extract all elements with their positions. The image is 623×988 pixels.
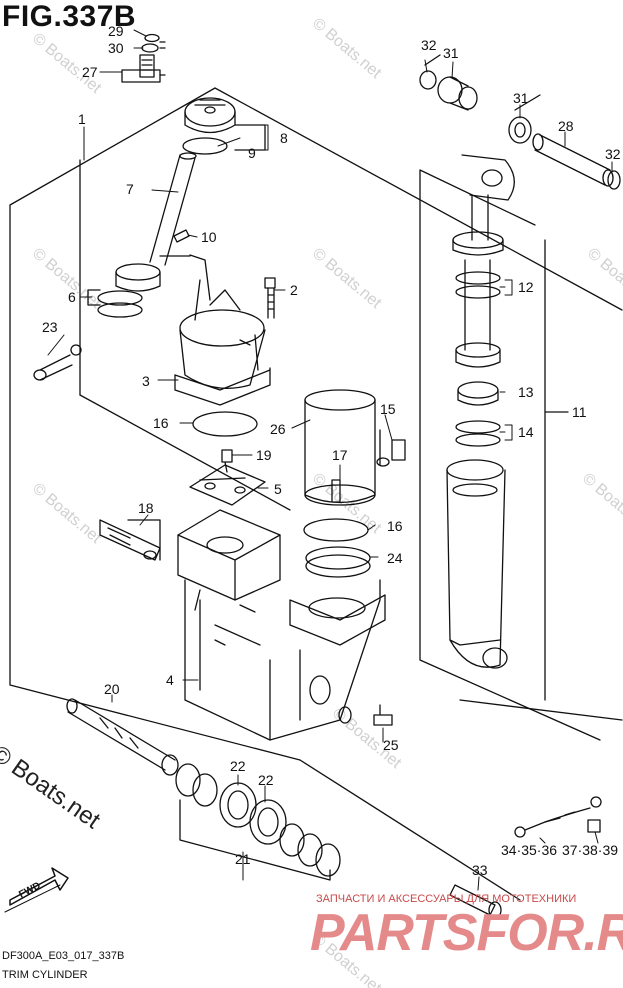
callout-29: 29: [108, 23, 124, 39]
callout-8: 8: [280, 130, 288, 146]
callout-34-35-36: 34·35·36: [501, 842, 557, 858]
cylinder-body: [446, 459, 508, 669]
callout-14: 14: [518, 424, 534, 440]
oring-21c: [279, 823, 305, 857]
callout-7: 7: [126, 181, 134, 197]
oring-30: [141, 43, 159, 53]
callout-2: 2: [290, 282, 298, 298]
figure-title: FIG.337B: [2, 0, 137, 33]
screw-19: [221, 449, 233, 473]
oring-12a: [455, 271, 501, 285]
oring-6b: [97, 302, 143, 318]
manifold-4: [177, 509, 386, 741]
callout-3: 3: [142, 373, 150, 389]
callout-13: 13: [518, 384, 534, 400]
callout-1: 1: [78, 111, 86, 127]
shaft-20: [66, 698, 179, 776]
ring-22b: [249, 799, 287, 845]
bolt-27: [121, 54, 161, 83]
callout-9: 9: [248, 145, 256, 161]
callout-31a: 31: [443, 45, 459, 61]
callout-15: 15: [380, 401, 396, 417]
washer-29: [144, 33, 160, 43]
bushing-31a: [437, 76, 478, 111]
seal-24: [305, 546, 371, 570]
dealer-tagline: ЗАПЧАСТИ И АКСЕССУАРЫ ДЛЯ МОТОТЕХНИКИ: [316, 893, 577, 905]
callout-4: 4: [166, 672, 174, 688]
callout-32b: 32: [605, 146, 621, 162]
callout-25: 25: [383, 737, 399, 753]
bolt-33: [449, 884, 502, 919]
fwd-label: FWD: [17, 880, 42, 900]
assembly-outline-lower: [194, 589, 623, 901]
callout-5: 5: [274, 481, 282, 497]
ring-32a: [419, 70, 437, 90]
oring-16b: [303, 518, 369, 542]
callout-16b: 16: [387, 518, 403, 534]
callout-27: 27: [82, 64, 98, 80]
callout-22b: 22: [258, 772, 274, 788]
diagram-name: TRIM CYLINDER: [2, 969, 88, 981]
plate-5: [189, 464, 266, 506]
callout-6: 6: [68, 289, 76, 305]
sleeve-28: [532, 133, 614, 187]
callout-10: 10: [201, 229, 217, 245]
cap-8: [184, 97, 236, 134]
ring-32b: [607, 170, 621, 190]
oring-6a: [97, 290, 143, 306]
callout-21: 21: [235, 851, 251, 867]
valve-18: [99, 519, 161, 561]
bolt-2: [264, 277, 276, 319]
callout-11: 11: [572, 404, 587, 420]
dealer-logo: PARTSFOR.RU: [310, 904, 623, 962]
callout-33: 33: [472, 862, 488, 878]
screw-37: [587, 819, 601, 833]
oring-14a: [455, 420, 501, 434]
callout-17: 17: [332, 447, 348, 463]
callout-31b: 31: [513, 90, 529, 106]
oring-21d: [297, 833, 323, 867]
callout-18: 18: [138, 500, 154, 516]
inner-diagonal: [79, 394, 291, 511]
oring-12b: [455, 285, 501, 299]
bushing-31b: [508, 116, 532, 144]
plug-23: [33, 344, 82, 381]
oring-21e: [315, 843, 341, 877]
callout-26: 26: [270, 421, 286, 437]
diagram-code: DF300A_E03_017_337B: [2, 950, 125, 962]
bolt-17: [331, 479, 341, 503]
callout-23: 23: [42, 319, 58, 335]
callout-16a: 16: [153, 415, 169, 431]
assembly-outline: [9, 87, 623, 761]
fwd-arrow-icon: [4, 867, 69, 913]
tube-7: [115, 152, 197, 292]
oring-14b: [455, 433, 501, 447]
callout-32a: 32: [421, 37, 437, 53]
ground-cable-34: [514, 796, 602, 838]
oring-16a: [192, 411, 258, 437]
pin-10: [173, 229, 190, 243]
callout-37-38-39: 37·38·39: [562, 842, 618, 858]
callout-labels: 29 30 27 1 8 9 7 10 6 23 2 3 16 19 5 18 …: [17, 23, 621, 901]
oring-9: [182, 137, 228, 155]
callout-30: 30: [108, 40, 124, 56]
cylinder-bracket: [544, 239, 569, 701]
oring-21b: [192, 773, 218, 807]
callout-22a: 22: [230, 758, 246, 774]
pump-motor-3: [159, 254, 271, 406]
seal-13: [457, 381, 499, 399]
cylinder-rod: [452, 154, 515, 368]
callout-24: 24: [387, 550, 403, 566]
callout-12: 12: [518, 279, 534, 295]
oring-21a: [175, 763, 201, 797]
callout-19: 19: [256, 447, 272, 463]
callout-20: 20: [104, 681, 120, 697]
bolt-25: [373, 704, 393, 726]
callout-28: 28: [558, 118, 574, 134]
plug-15: [376, 439, 406, 467]
leader-lines: [47, 29, 613, 891]
cylinder-outline: [419, 169, 601, 741]
